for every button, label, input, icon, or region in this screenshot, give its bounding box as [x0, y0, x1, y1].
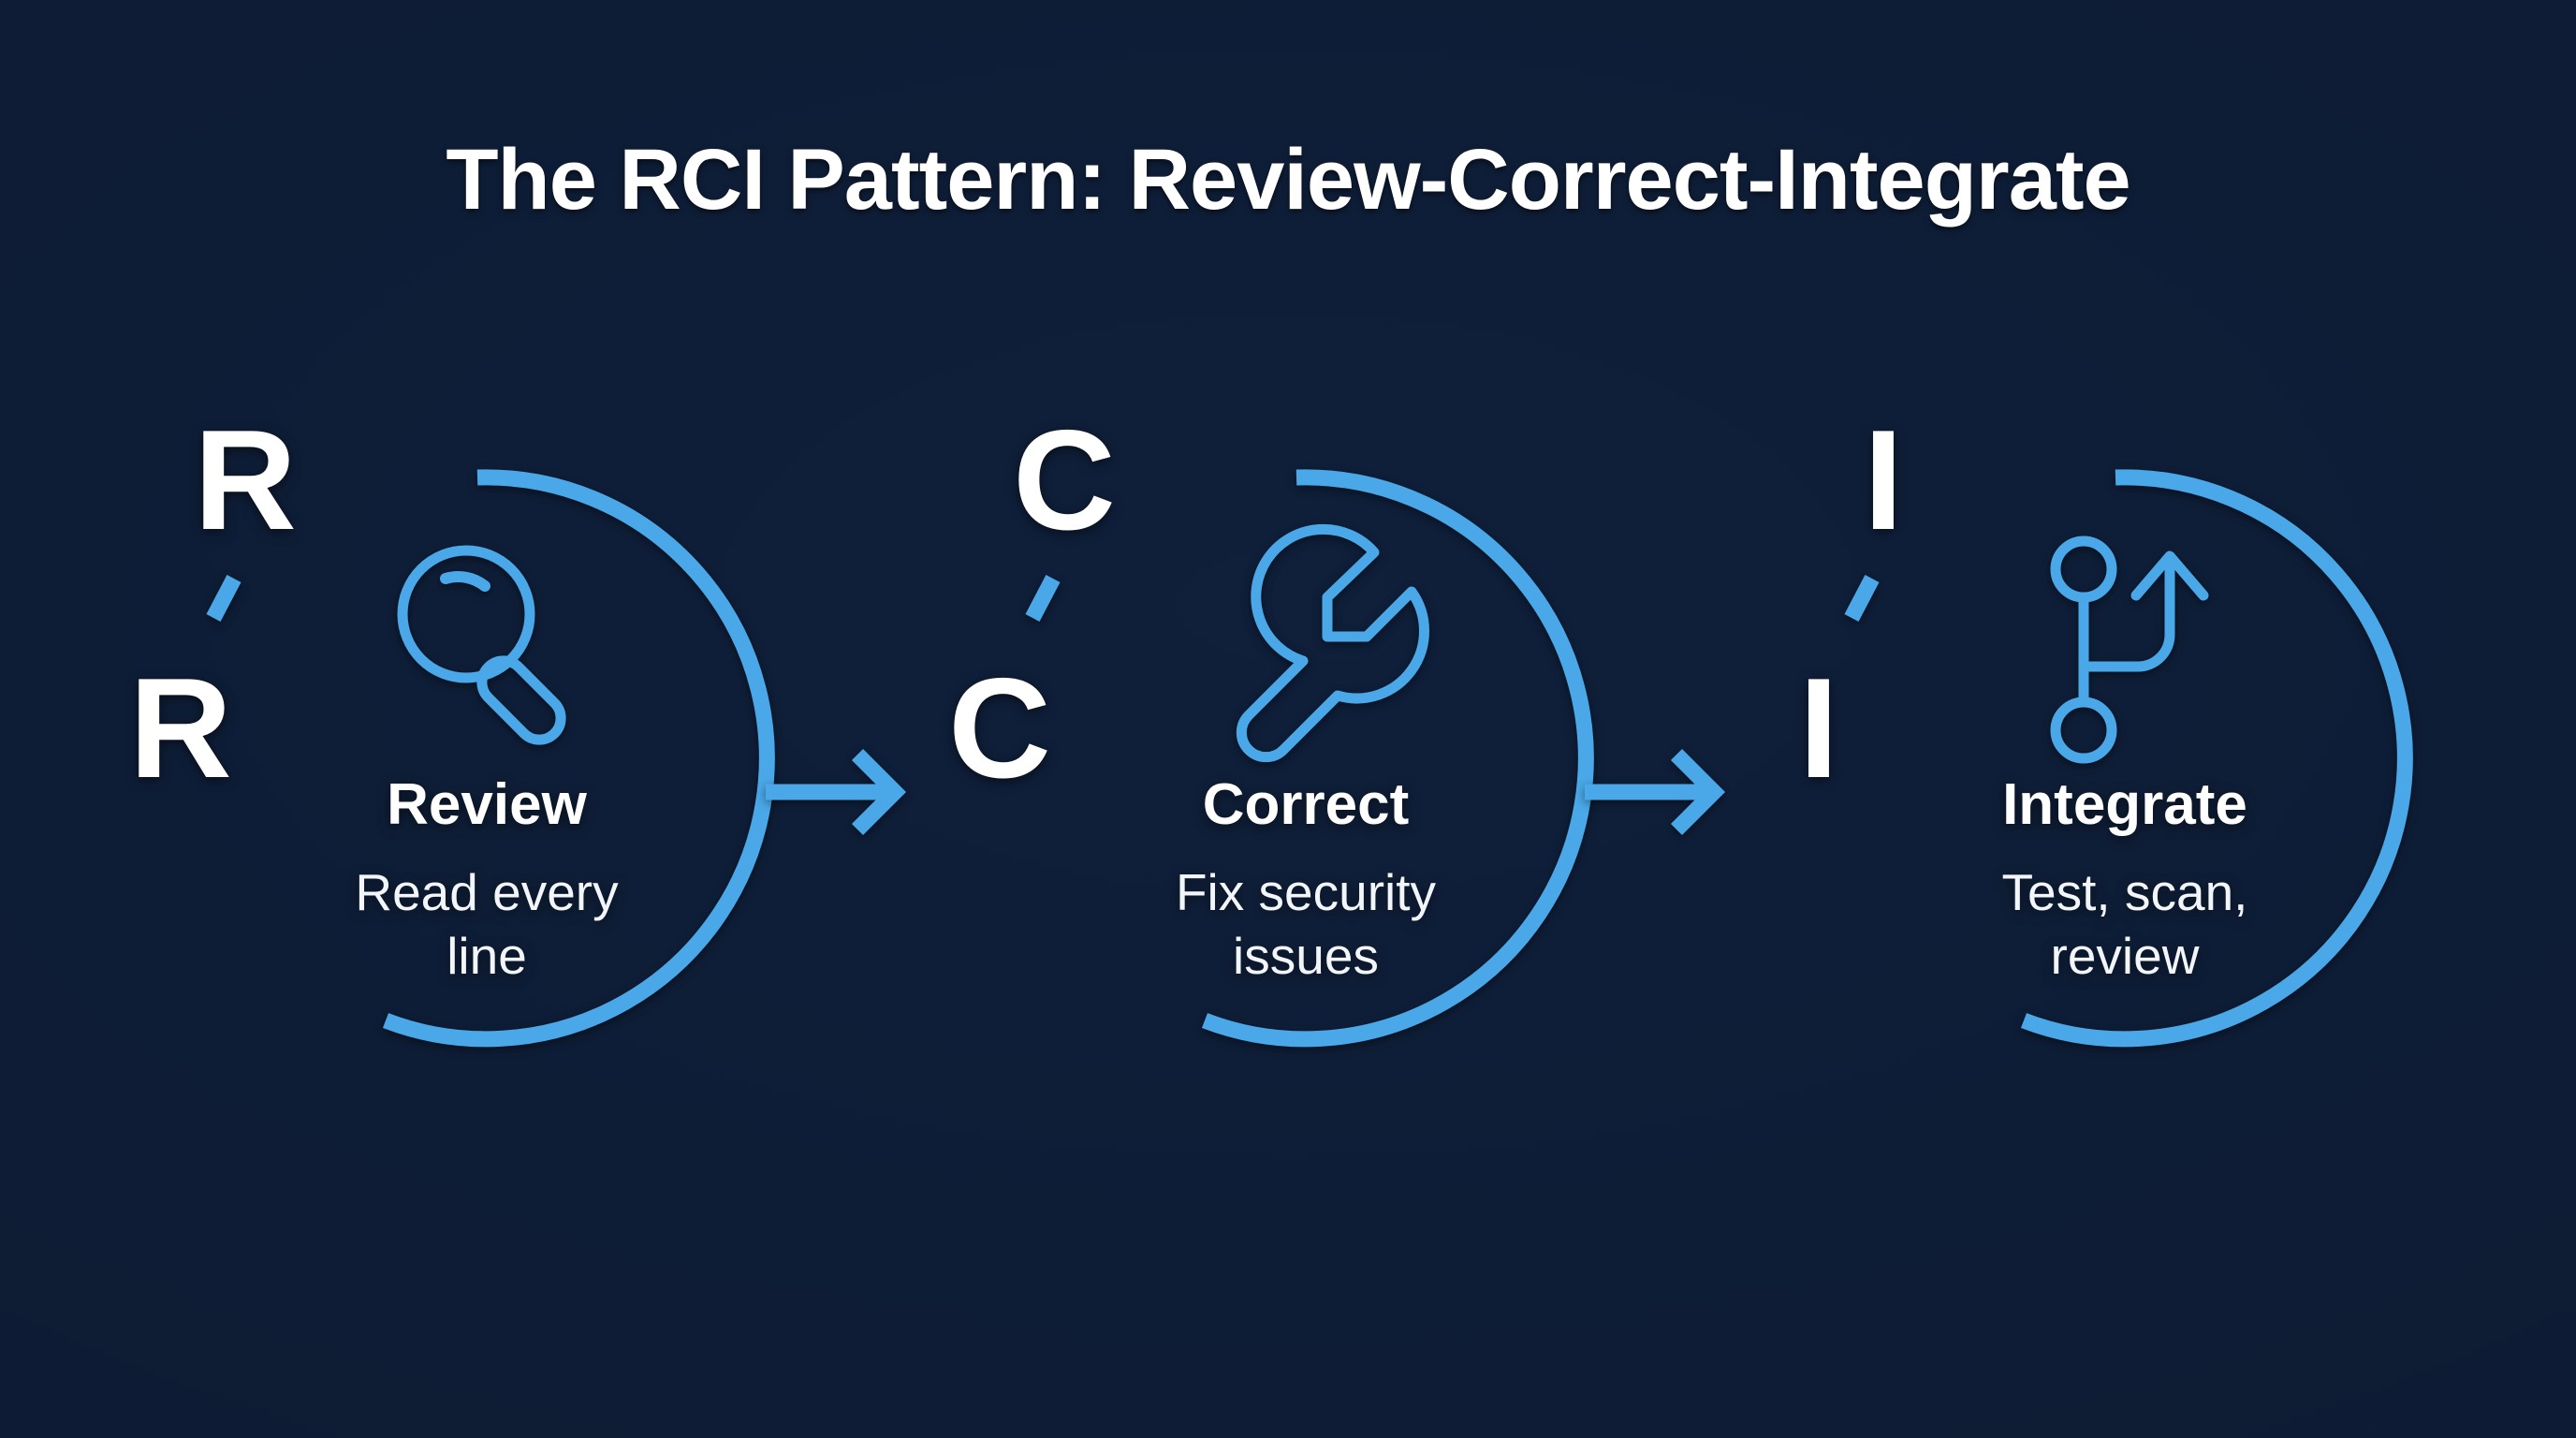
- correct-subtitle-line2: issues: [1233, 927, 1379, 985]
- correct-letter-lower: C: [948, 649, 1051, 808]
- arrow-right-icon: [766, 748, 907, 836]
- arrow-right-icon: [1585, 748, 1726, 836]
- review-ring-main-arc: [382, 469, 775, 1048]
- review-letter-upper: R: [194, 401, 297, 560]
- correct-ring: [1025, 469, 1594, 1048]
- magnifier-icon: [397, 545, 566, 745]
- integrate-ring: [1844, 469, 2413, 1048]
- review-subtitle-line2: line: [446, 927, 527, 985]
- process-step-review[interactable]: R R Review Read every line: [129, 401, 775, 1048]
- integrate-ring-main-arc: [2020, 469, 2413, 1048]
- review-subtitle-line1: Read every: [355, 863, 619, 921]
- connector-correct-to-integrate: [1585, 748, 1726, 836]
- correct-title: Correct: [1203, 772, 1410, 837]
- correct-ring-main-arc: [1201, 469, 1594, 1048]
- review-letter-lower: R: [129, 649, 232, 808]
- integrate-title: Integrate: [2002, 772, 2247, 837]
- wrench-icon: [1236, 523, 1429, 763]
- review-ring-dash-upper: [206, 575, 242, 622]
- correct-ring-dash-upper: [1025, 575, 1061, 622]
- integrate-subtitle-line1: Test, scan,: [2002, 863, 2248, 921]
- git-branch-icon: [2050, 536, 2209, 764]
- integrate-letter-upper: I: [1864, 401, 1903, 560]
- integrate-subtitle-line2: review: [2051, 927, 2200, 985]
- process-step-integrate[interactable]: I I Integrate Test, scan, review: [1799, 401, 2413, 1048]
- correct-subtitle-line1: Fix security: [1176, 863, 1437, 921]
- integrate-letter-lower: I: [1799, 649, 1838, 808]
- review-title: Review: [387, 772, 587, 837]
- integrate-ring-dash-upper: [1844, 575, 1880, 622]
- connector-review-to-correct: [766, 748, 907, 836]
- page-title: The RCI Pattern: Review-Correct-Integrat…: [446, 132, 2130, 227]
- process-step-correct[interactable]: C C Correct Fix security issues: [948, 401, 1594, 1048]
- review-ring: [206, 469, 775, 1048]
- correct-letter-upper: C: [1013, 401, 1116, 560]
